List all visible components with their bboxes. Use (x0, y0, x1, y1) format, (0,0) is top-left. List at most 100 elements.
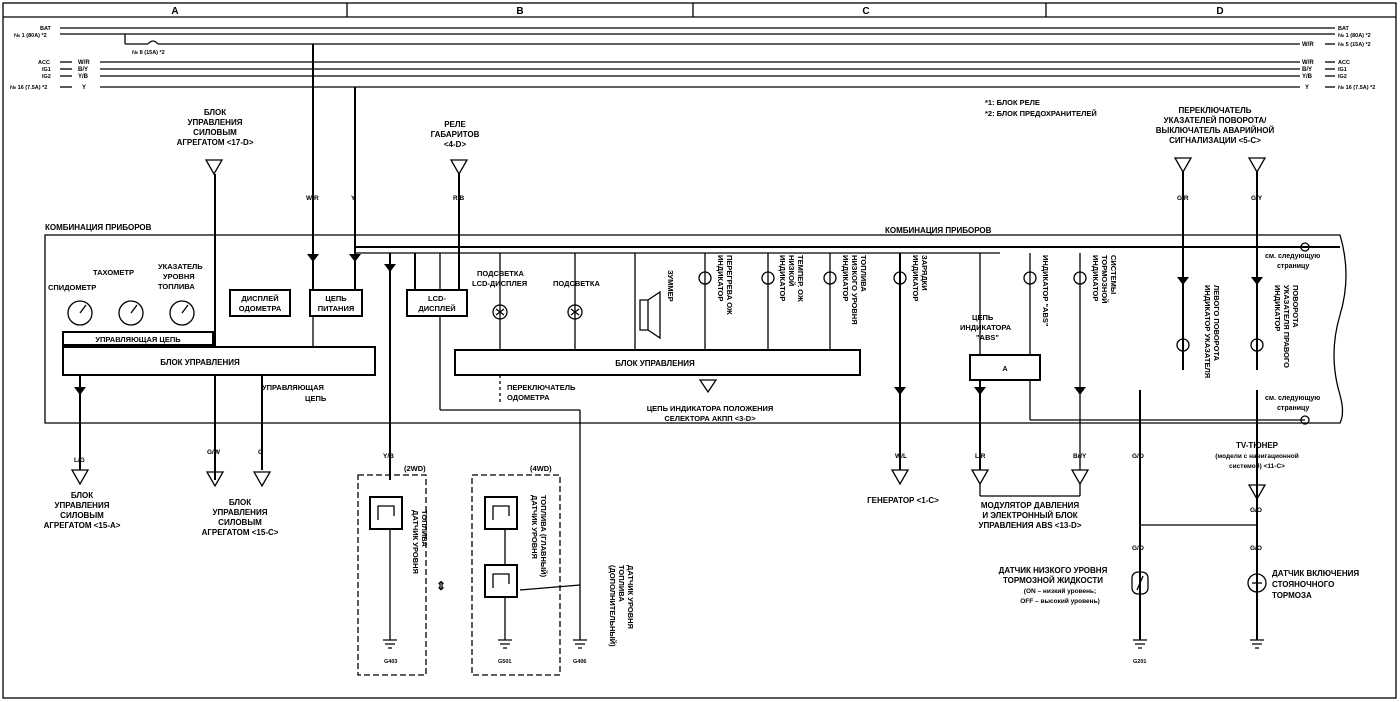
ground-label: G403 (384, 659, 397, 665)
svg-text:БЛОК УПРАВЛЕНИЯ: БЛОК УПРАВЛЕНИЯ (160, 358, 240, 367)
backlight-label: LCD-ДИСПЛЕЯ (472, 279, 527, 288)
bulb-icon (698, 271, 712, 285)
see-next-page: страницу (1277, 405, 1309, 412)
bulb-icon (823, 271, 837, 285)
svg-text:ТОРМОЗА: ТОРМОЗА (1272, 591, 1312, 600)
drive-label: (2WD) (404, 464, 426, 473)
rail-label: № 1 (80А) *2 (14, 33, 47, 39)
wire-color-labels: L/G G/W G Y/B W/R Y R/B G/R G/Y W/L L/R … (74, 195, 1263, 552)
see-next-page: см. следующую (1265, 395, 1320, 402)
ground-icon (498, 639, 512, 649)
column-label: A (171, 6, 178, 17)
odometer-switch-label: ПЕРЕКЛЮЧАТЕЛЬ (507, 383, 576, 392)
arrow-icon (519, 584, 581, 591)
odometer-switch-label: ОДОМЕТРА (507, 393, 550, 402)
svg-text:СИЛОВЫМ: СИЛОВЫМ (60, 511, 104, 520)
svg-text:G: G (258, 449, 263, 456)
svg-text:ДАТЧИК ВКЛЮЧЕНИЯ: ДАТЧИК ВКЛЮЧЕНИЯ (1272, 569, 1359, 578)
brake-fluid-switch-icon (1131, 571, 1149, 595)
column-label: D (1216, 6, 1223, 17)
fuel-sender-main (484, 496, 518, 530)
svg-text:R/B: R/B (453, 195, 465, 202)
rail-label: IG1 (1338, 67, 1347, 73)
backlight-label: ПОДСВЕТКА (477, 269, 524, 278)
rail-label: № 16 (7.5А) *2 (1338, 85, 1375, 91)
svg-text:L/R: L/R (975, 453, 986, 460)
speedometer-label: СПИДОМЕТР (48, 283, 96, 292)
rail-labels-right: BAT № 1 (80А) *2 № 5 (15А) *2 ACC IG1 IG… (1302, 26, 1375, 91)
feed-wires (79, 44, 1305, 640)
svg-text:БЛОК УПРАВЛЕНИЯ: БЛОК УПРАВЛЕНИЯ (615, 359, 695, 368)
svg-text:СИЛОВЫМ: СИЛОВЫМ (218, 518, 262, 527)
wire-color: Y/B (78, 74, 89, 80)
svg-text:АГРЕГАТОМ <15-C>: АГРЕГАТОМ <15-C> (202, 528, 279, 537)
note: *2: БЛОК ПРЕДОХРАНИТЕЛЕЙ (985, 109, 1097, 118)
ground-label: G406 (573, 659, 586, 665)
svg-text:БЛОК: БЛОК (71, 491, 93, 500)
svg-text:системой) <11-C>: системой) <11-C> (1229, 462, 1285, 470)
fuel-sensor-main-label: ДАТЧИК УРОВНЯ (530, 495, 539, 559)
fuel-sensor-2wd-label: ТОПЛИВА (420, 510, 429, 547)
column-label: B (516, 6, 523, 17)
power-rails (60, 27, 1335, 88)
rail-label: № 1 (80А) *2 (1338, 33, 1371, 39)
pcm-top-label: БЛОК УПРАВЛЕНИЯ СИЛОВЫМ АГРЕГАТОМ <17-D> (177, 108, 254, 147)
gauge-tachometer (118, 300, 144, 326)
drive-label: (4WD) (530, 464, 552, 473)
connector-triangle (698, 379, 718, 394)
abs-indicator-circuit-block (969, 354, 1041, 381)
svg-text:A: A (1002, 366, 1007, 373)
gauge-fuel (169, 300, 195, 326)
brake-fluid-sensor-label: ДАТЧИК НИЗКОГО УРОВНЯ ТОРМОЗНОЙ ЖИДКОСТИ… (999, 566, 1108, 605)
svg-text:ТОРМОЗНОЙ ЖИДКОСТИ: ТОРМОЗНОЙ ЖИДКОСТИ (1003, 576, 1103, 585)
wire-color: W/R (1302, 60, 1314, 66)
pcm-a-label: БЛОК УПРАВЛЕНИЯ СИЛОВЫМ АГРЕГАТОМ <15-A> (44, 491, 121, 530)
svg-text:G/O: G/O (1250, 507, 1262, 514)
svg-text:УПРАВЛЕНИЯ ABS <13-D>: УПРАВЛЕНИЯ ABS <13-D> (979, 521, 1082, 530)
ground-label: G501 (498, 659, 511, 665)
cluster-title: КОМБИНАЦИЯ ПРИБОРОВ (45, 223, 152, 232)
pcm-c-label: БЛОК УПРАВЛЕНИЯ СИЛОВЫМ АГРЕГАТОМ <15-C> (202, 498, 279, 537)
svg-text:УКАЗАТЕЛЕЙ ПОВОРОТА/: УКАЗАТЕЛЕЙ ПОВОРОТА/ (1164, 116, 1268, 125)
low-temp-indicator-label: ТЕМПЕР. ОЖ (796, 255, 805, 302)
svg-text:G/Y: G/Y (1251, 195, 1263, 202)
brake-indicator-label: ИНДИКАТОР (1091, 255, 1100, 301)
svg-text:Br/Y: Br/Y (1073, 453, 1087, 460)
svg-text:ОДОМЕТРА: ОДОМЕТРА (239, 304, 282, 313)
bulb-icon (567, 304, 583, 320)
column-label: C (862, 6, 869, 17)
svg-text:Y/B: Y/B (383, 453, 394, 460)
control-circuit-block (62, 331, 214, 346)
svg-text:ПЕРЕКЛЮЧАТЕЛЬ: ПЕРЕКЛЮЧАТЕЛЬ (1179, 106, 1252, 115)
charge-indicator-label: ЗАРЯДКИ (920, 255, 929, 291)
svg-text:ДИСПЛЕЙ: ДИСПЛЕЙ (241, 294, 278, 303)
svg-text:ДАТЧИК НИЗКОГО УРОВНЯ: ДАТЧИК НИЗКОГО УРОВНЯ (999, 566, 1108, 575)
cluster-title: КОМБИНАЦИЯ ПРИБОРОВ (885, 226, 992, 235)
charge-indicator-label: ИНДИКАТОР (911, 255, 920, 301)
svg-text:W/R: W/R (306, 195, 319, 202)
svg-text:И ЭЛЕКТРОННЫЙ БЛОК: И ЭЛЕКТРОННЫЙ БЛОК (982, 511, 1077, 520)
svg-text:L/G: L/G (74, 457, 85, 464)
tachometer-label: ТАХОМЕТР (93, 268, 134, 277)
abs-indicator-label: ИНДИКАТОР "ABS" (1041, 255, 1050, 327)
svg-text:УПРАВЛЕНИЯ: УПРАВЛЕНИЯ (55, 501, 110, 510)
gauge-speedometer (67, 300, 93, 326)
low-fuel-indicator-label: ТОПЛИВА (859, 255, 868, 292)
svg-text:(модели с навигационной: (модели с навигационной (1215, 452, 1299, 460)
svg-text:OFF – высокий уровень): OFF – высокий уровень) (1020, 597, 1100, 605)
control-unit-block (62, 346, 376, 376)
fuel-sensor-main-label: ТОПЛИВА (ГЛАВНЫЙ) (539, 495, 548, 578)
svg-text:G/O: G/O (1132, 453, 1144, 460)
fuel-gauge-label: ТОПЛИВА (158, 282, 195, 291)
at-selector-label: ЦЕПЬ ИНДИКАТОРА ПОЛОЖЕНИЯ (647, 404, 774, 413)
svg-text:УПРАВЛЯЮЩАЯ ЦЕПЬ: УПРАВЛЯЮЩАЯ ЦЕПЬ (95, 335, 181, 344)
svg-text:СИЛОВЫМ: СИЛОВЫМ (193, 128, 237, 137)
svg-text:TV-ТЮНЕР: TV-ТЮНЕР (1236, 441, 1279, 450)
svg-text:G/O: G/O (1132, 545, 1144, 552)
wire-color: B/Y (78, 67, 88, 73)
svg-text:ИНДИКАТОРА: ИНДИКАТОРА (960, 323, 1012, 332)
rail-label: № 8 (15А) *2 (132, 50, 165, 56)
svg-text:(ON – низкий уровень;: (ON – низкий уровень; (1024, 587, 1096, 595)
